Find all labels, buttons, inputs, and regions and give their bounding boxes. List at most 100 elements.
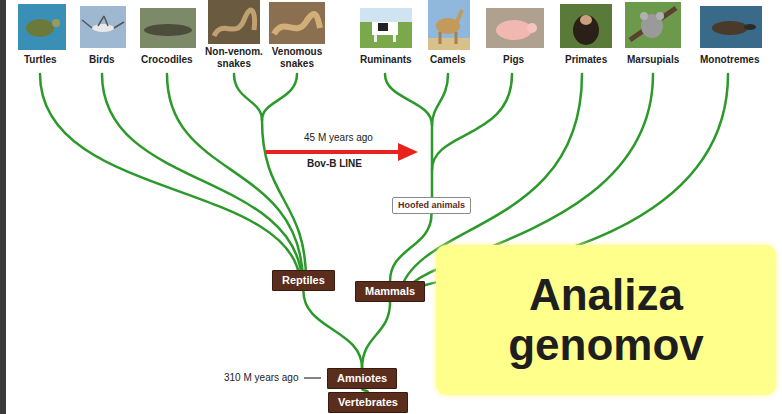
label-holder: Bov-B LINE [307,158,362,170]
photo-ground [560,4,612,48]
label-holder: Primates [565,54,607,66]
pig-body [496,20,532,40]
cow-body [372,22,398,35]
photo-chimp [560,4,612,48]
branch-hoofed [431,125,434,205]
platypus-bill [744,24,756,30]
taxon-label: Pigs [503,54,524,66]
koala-ear [640,12,648,20]
snake-body [274,14,320,34]
photo-pig [486,8,544,48]
photo-venomous-snake [269,2,325,44]
taxon-label: Camels [430,54,466,66]
clade-box: Amniotes [327,368,397,389]
bird-wings [82,16,124,28]
label-holder: Camels [430,54,466,66]
photo-sky [428,0,470,50]
cow-leg [393,35,396,42]
photo-ground [269,2,325,44]
taxon-label: Birds [89,54,115,66]
photo-ground [486,8,544,48]
clade-box: Vertebrates [328,392,408,413]
label-holder: 45 M years ago [304,132,373,144]
photo-turtle [18,4,66,50]
label-holder: 310 M years ago [224,372,299,384]
chimp-body [573,15,599,45]
branch-venomous [262,74,297,120]
photo-ground [625,2,681,48]
photo-ground [428,38,470,50]
pig-head [527,23,537,33]
label-holder: Venomous snakes [268,46,326,70]
node-text: Analiza genomov [486,270,726,370]
label-holder: Marsupials [627,54,679,66]
callout-box: Analiza genomov [436,245,776,395]
taxon-label: Ruminants [360,54,412,66]
tree-branch [303,291,362,368]
crocodile-body [144,24,192,36]
taxon-label: Primates [565,54,607,66]
transfer-arrow [266,150,400,154]
photo-crocodile [140,8,196,48]
branch-crocodiles [167,74,303,280]
clade-box: Mammals [355,281,425,302]
branch-turtles [40,74,300,280]
branch-nonvenomous [234,74,262,120]
photo-sky [360,8,412,22]
time-note: 45 M years ago [304,132,373,144]
clade-box: Hoofed animals [392,197,471,214]
photo-snake [208,0,260,44]
transfer-arrowhead [398,143,418,161]
photo-bird [80,6,126,48]
taxon-label: Crocodiles [141,54,193,66]
label-holder: Turtles [24,54,57,66]
photo-koala [625,2,681,48]
node-text: Mammals [365,285,415,298]
snake-body [214,10,255,36]
cow-leg [374,35,377,42]
camel-neck [456,10,462,24]
photo-cow [360,8,412,48]
node-text: Vertebrates [338,396,398,409]
label-holder: Pigs [503,54,524,66]
tree-branch [390,214,431,281]
cow-patch [378,23,388,31]
branch-ruminants [385,74,432,125]
taxon-label: Monotremes [700,54,759,66]
bird-body [92,24,114,32]
label-holder: Crocodiles [141,54,193,66]
clade-box: Reptiles [272,270,335,291]
taxon-label: Venomous snakes [268,46,326,70]
photo-ground [700,6,762,48]
photo-ground [208,0,260,44]
taxon-label: Turtles [24,54,57,66]
label-holder: Monotremes [700,54,759,66]
platypus-body [712,21,748,35]
turtle-head [52,19,60,27]
turtle-shell [26,19,54,37]
photo-ground [18,4,66,50]
taxon-label: Marsupials [627,54,679,66]
photo-ground [80,6,126,48]
node-text: Amniotes [337,372,387,385]
tree-branch-photo [630,8,676,40]
photo-platypus [700,6,762,48]
branch-camels [432,74,448,125]
branch-pigs [432,74,512,170]
branch-snakes [262,120,306,280]
time-tick [304,377,321,378]
chimp-face [580,15,592,25]
koala-ear [656,12,664,20]
camel-legs [440,32,456,44]
photo-ground [140,8,196,48]
node-text: Hoofed animals [398,200,465,211]
photo-camel [428,0,470,50]
tree-branch [362,302,390,368]
time-note: 310 M years ago [224,372,299,384]
label-holder: Birds [89,54,115,66]
photo-ground [360,8,412,48]
label-holder: Ruminants [360,54,412,66]
taxon-label: Non-venom. snakes [203,46,265,70]
